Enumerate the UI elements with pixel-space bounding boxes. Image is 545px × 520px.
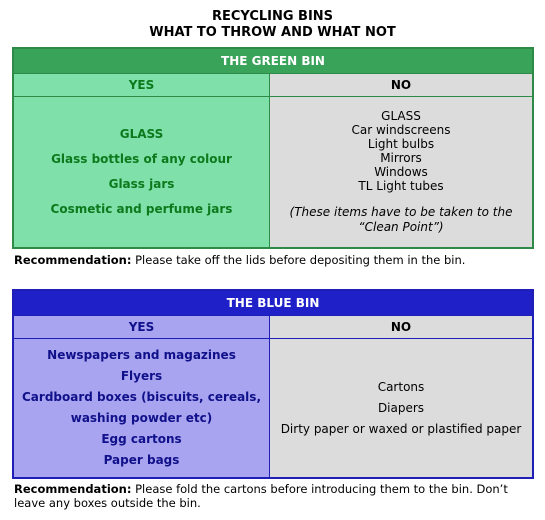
green-yes-item: Glass jars xyxy=(108,177,175,191)
green-no-item: Light bulbs xyxy=(367,137,435,151)
blue-yes-item: Egg cartons xyxy=(101,432,182,446)
green-yes-cell: GLASS Glass bottles of any colour Glass … xyxy=(12,96,270,249)
green-bin-table: THE GREEN BIN YES NO GLASS Glass bottles… xyxy=(12,47,534,249)
green-yes-item: Cosmetic and perfume jars xyxy=(50,202,233,216)
blue-no-item: Dirty paper or waxed or plastified paper xyxy=(280,421,522,436)
blue-yes-item: Cardboard boxes (biscuits, cereals, xyxy=(22,390,261,404)
blue-recommendation: Recommendation: Please fold the cartons … xyxy=(14,482,534,510)
green-yes-item: Glass bottles of any colour xyxy=(51,152,232,166)
green-yes-item: GLASS xyxy=(119,127,164,141)
recommendation-text-line-2: leave any boxes outside the bin. xyxy=(14,496,201,510)
blue-no-cell: Cartons Diapers Dirty paper or waxed or … xyxy=(269,338,534,479)
title-line-1: RECYCLING BINS xyxy=(211,9,334,24)
green-no-item: TL Light tubes xyxy=(358,179,444,193)
green-no-item: Mirrors xyxy=(380,151,422,165)
green-recommendation: Recommendation: Please take off the lids… xyxy=(14,253,534,267)
green-no-cell: GLASS Car windscreens Light bulbs Mirror… xyxy=(269,96,534,249)
title-line-2: WHAT TO THROW AND WHAT NOT xyxy=(149,25,396,40)
recommendation-label: Recommendation: xyxy=(14,482,132,496)
blue-no-item: Cartons xyxy=(377,379,425,394)
blue-no-header: NO xyxy=(269,315,534,339)
recommendation-label: Recommendation: xyxy=(14,253,132,267)
document-title: RECYCLING BINS WHAT TO THROW AND WHAT NO… xyxy=(0,9,545,41)
blue-yes-item: Flyers xyxy=(120,369,163,383)
green-no-header: NO xyxy=(269,73,534,97)
clean-point-note: (These items have to be taken to the “Cl… xyxy=(289,205,513,234)
recommendation-text-line-1: Please fold the cartons before introduci… xyxy=(135,482,508,496)
green-bin-header: THE GREEN BIN xyxy=(12,47,534,74)
blue-yes-header: YES xyxy=(12,315,270,339)
recommendation-text: Please take off the lids before depositi… xyxy=(135,253,466,267)
green-no-item: Car windscreens xyxy=(351,123,451,137)
blue-bin-table: THE BLUE BIN YES NO Newspapers and magaz… xyxy=(12,289,534,479)
green-no-item: Windows xyxy=(374,165,428,179)
blue-no-item: Diapers xyxy=(377,400,425,415)
blue-yes-item: washing powder etc) xyxy=(70,411,213,425)
green-yes-header: YES xyxy=(12,73,270,97)
blue-yes-cell: Newspapers and magazines Flyers Cardboar… xyxy=(12,338,270,479)
blue-bin-header: THE BLUE BIN xyxy=(12,289,534,316)
green-no-item: GLASS xyxy=(381,109,421,123)
blue-yes-item: Newspapers and magazines xyxy=(47,348,236,362)
blue-yes-item: Paper bags xyxy=(103,453,180,467)
